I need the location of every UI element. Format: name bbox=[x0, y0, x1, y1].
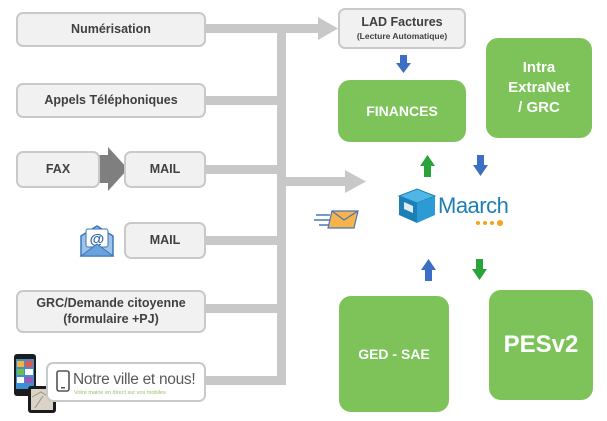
intranet-label-line3: / GRC bbox=[518, 99, 560, 117]
fax-label: FAX bbox=[45, 161, 71, 176]
source-grc: GRC/Demande citoyenne (formulaire +PJ) bbox=[16, 290, 206, 333]
app-name: Notre ville et nous! bbox=[73, 371, 196, 388]
source-mail: MAIL bbox=[124, 222, 206, 259]
lad-subtitle: (Lecture Automatique) bbox=[356, 31, 448, 41]
source-mail-from-fax: MAIL bbox=[124, 151, 206, 188]
grc-label-line1: GRC/Demande citoyenne bbox=[36, 295, 186, 310]
hub-up-arrow-green bbox=[420, 155, 435, 177]
mobile-phone-icon bbox=[56, 370, 70, 392]
appels-label: Appels Téléphoniques bbox=[44, 92, 178, 107]
intranet-label-line2: ExtraNet bbox=[508, 78, 570, 96]
intranet-label-line1: Intra bbox=[522, 58, 556, 76]
maarch-logo-dots bbox=[476, 220, 503, 226]
ged-label: GED - SAE bbox=[358, 346, 430, 362]
intranet-grc-box: Intra ExtraNet / GRC bbox=[486, 38, 592, 138]
numerisation-label: Numérisation bbox=[71, 21, 151, 36]
source-appels: Appels Téléphoniques bbox=[16, 83, 206, 118]
flying-envelope-icon bbox=[314, 210, 359, 229]
app-tagline: Votre mairie en direct sur vos mobiles bbox=[74, 390, 166, 396]
maarch-logo-text: Maarch bbox=[438, 193, 509, 218]
arrow-to-lad bbox=[318, 17, 338, 40]
mail-label: MAIL bbox=[149, 232, 181, 247]
hub-down-arrow-green bbox=[472, 259, 487, 280]
svg-text:@: @ bbox=[90, 231, 105, 248]
lad-title: LAD Factures bbox=[361, 15, 443, 30]
source-numerisation: Numérisation bbox=[16, 12, 206, 47]
arrow-to-hub bbox=[345, 170, 366, 193]
finances-label: FINANCES bbox=[366, 103, 438, 119]
grc-label-line2: (formulaire +PJ) bbox=[63, 311, 159, 326]
ged-sae-box: GED - SAE bbox=[339, 296, 449, 412]
fax-to-mail-arrow bbox=[99, 147, 128, 191]
finances-box: FINANCES bbox=[338, 80, 466, 142]
finances-down-arrow-blue bbox=[473, 155, 488, 176]
ged-up-arrow-blue bbox=[421, 259, 436, 281]
lad-factures-box: LAD Factures (Lecture Automatique) bbox=[338, 8, 466, 49]
source-fax: FAX bbox=[16, 151, 100, 188]
mail-fax-label: MAIL bbox=[149, 161, 181, 176]
maarch-logo-icon bbox=[397, 188, 437, 223]
lad-to-finances-arrow bbox=[396, 55, 411, 73]
pesv2-box: PESv2 bbox=[489, 290, 593, 400]
email-icon: @ bbox=[79, 225, 115, 257]
source-app-notre-ville: Notre ville et nous! Votre mairie en dir… bbox=[46, 362, 206, 402]
pesv2-label: PESv2 bbox=[503, 331, 579, 358]
